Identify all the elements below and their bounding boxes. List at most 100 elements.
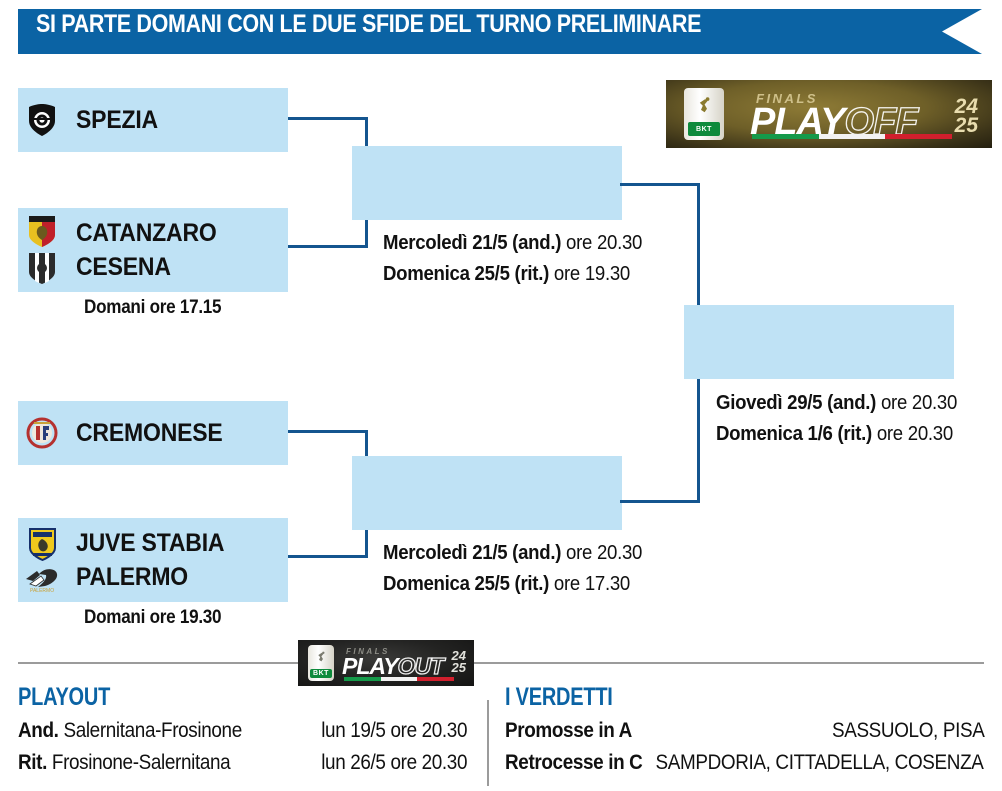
juve-stabia-crest (28, 527, 56, 561)
italian-tricolor-icon (344, 677, 455, 681)
banner-notch-icon (942, 9, 982, 54)
playout-row-label: And. Salernitana-Frosinone (18, 719, 242, 743)
page-title: SI PARTE DOMANI CON LE DUE SFIDE DEL TUR… (36, 10, 702, 38)
catanzaro-crest (29, 216, 55, 247)
verdetti-row-label: Promosse in A (505, 719, 632, 743)
prelim-top-kickoff: Domani ore 17.15 (84, 297, 222, 318)
prelim-bottom-kickoff: Domani ore 19.30 (84, 607, 222, 628)
team-box-spezia: SPEZIA (18, 88, 288, 152)
fixture-row: Domenica 25/5 (rit.) ore 17.30 (383, 569, 642, 600)
team-name: SPEZIA (76, 106, 158, 134)
playout-season: 24 25 (451, 648, 466, 675)
verdetti-row-value: SAMPDORIA, CITTADELLA, COSENZA (655, 751, 984, 774)
playoff-season-bottom: 25 (954, 114, 978, 138)
team-name-list: CATANZARO CESENA (76, 216, 229, 284)
fixture-day: Domenica 25/5 (rit.) (383, 573, 554, 595)
fixture-time: ore 20.30 (566, 232, 643, 254)
team-name: JUVE STABIA (76, 529, 225, 557)
team-box-juvestabia-palermo: PALERMO JUVE STABIA PALERMO (18, 518, 288, 602)
palermo-crest: PALERMO (26, 568, 58, 593)
playout-season-bottom: 25 (451, 659, 466, 675)
spezia-crest (29, 104, 55, 136)
fixture-day: Giovedì 29/5 (and.) (716, 392, 881, 414)
playout-row-label: Rit. Frosinone-Salernitana (18, 751, 231, 775)
team-name: CREMONESE (76, 419, 223, 447)
playout-heading: PLAYOUT (18, 683, 111, 711)
fixture-time: ore 19.30 (553, 263, 630, 285)
fixture-time: ore 20.30 (566, 542, 643, 564)
team-box-cremonese: CREMONESE (18, 401, 288, 465)
team-name: PALERMO (76, 563, 189, 591)
playoff-finals-label: FINALS (756, 91, 818, 106)
crest-column: PALERMO (18, 527, 66, 593)
serie-b-runner-icon (699, 97, 710, 113)
footer-divider-right (472, 662, 984, 664)
team-name-list: JUVE STABIA PALERMO (76, 526, 237, 594)
verdetti-heading: I VERDETTI (505, 683, 613, 711)
connector-semifinal-top-out (620, 183, 700, 186)
team-name-list: SPEZIA (76, 103, 165, 137)
bkt-sponsor-label: BKT (687, 122, 721, 136)
verdetti-row-label: Retrocesse in C (505, 751, 643, 775)
team-name-list: CREMONESE (76, 416, 235, 450)
playout-match: Frosinone-Salernitana (51, 751, 231, 774)
connector-semifinal-bottom-out (620, 500, 700, 503)
fixture-time: ore 17.30 (553, 573, 630, 595)
fixture-day: Mercoledì 21/5 (and.) (383, 542, 567, 564)
footer-column-divider (487, 700, 489, 786)
playout-match: Salernitana-Frosinone (63, 719, 242, 742)
bkt-can-logo-icon: BKT (308, 645, 334, 681)
final-box (684, 305, 954, 379)
team-name: CATANZARO (76, 219, 217, 247)
fixture-row: Domenica 25/5 (rit.) ore 19.30 (383, 259, 642, 290)
team-box-catanzaro-cesena: CATANZARO CESENA (18, 208, 288, 292)
connector-catanzaro-horizontal (288, 245, 368, 248)
playout-row-when: lun 19/5 ore 20.30 (321, 719, 467, 742)
fixture-row: Mercoledì 21/5 (and.) ore 20.30 (383, 538, 642, 569)
fixture-time: ore 20.30 (876, 423, 953, 445)
playout-leg-label: And. (18, 719, 64, 742)
cesena-crest (29, 253, 55, 284)
connector-juvestabia-horizontal (288, 555, 368, 558)
playoff-season: 24 25 (954, 95, 978, 138)
fixture-row: Domenica 1/6 (rit.) ore 20.30 (716, 419, 957, 450)
playoff-badge: BKT FINALS PLAYOFF 24 25 (666, 80, 992, 148)
playout-row-when: lun 26/5 ore 20.30 (321, 751, 467, 774)
semifinal-bottom-box (352, 456, 622, 530)
playout-finals-label: FINALS (346, 647, 390, 656)
crest-column (18, 103, 66, 137)
italian-tricolor-icon (752, 134, 953, 139)
bkt-can-logo-icon: BKT (684, 88, 724, 140)
footer-divider-left (18, 662, 298, 664)
fixture-row: Mercoledì 21/5 (and.) ore 20.30 (383, 228, 642, 259)
semifinal-bottom-fixtures: Mercoledì 21/5 (and.) ore 20.30 Domenica… (383, 538, 662, 600)
svg-text:PALERMO: PALERMO (30, 588, 54, 593)
playout-word-hollow: OUT (397, 652, 445, 679)
fixture-row: Giovedì 29/5 (and.) ore 20.30 (716, 388, 957, 419)
team-name: CESENA (76, 253, 171, 281)
bkt-sponsor-label: BKT (310, 669, 332, 679)
fixture-day: Mercoledì 21/5 (and.) (383, 232, 567, 254)
final-fixtures: Giovedì 29/5 (and.) ore 20.30 Domenica 1… (716, 388, 975, 450)
semifinal-top-fixtures: Mercoledì 21/5 (and.) ore 20.30 Domenica… (383, 228, 662, 290)
playout-leg-label: Rit. (18, 751, 52, 774)
playout-season-top: 24 (451, 648, 466, 663)
header-banner (18, 9, 982, 54)
playout-word: PLAYOUT (342, 652, 445, 680)
connector-spezia-horizontal (288, 117, 368, 120)
fixture-day: Domenica 1/6 (rit.) (716, 423, 877, 445)
serie-b-runner-icon (318, 651, 325, 662)
crest-column (18, 215, 66, 285)
cremonese-crest (26, 417, 58, 449)
playout-word-solid: PLAY (342, 653, 399, 679)
fixture-time: ore 20.30 (880, 392, 958, 414)
semifinal-top-box (352, 146, 622, 220)
verdetti-label: Promosse in A (505, 719, 632, 742)
playout-badge: BKT FINALS PLAYOUT 24 25 (298, 640, 474, 686)
verdetti-row-value: SASSUOLO, PISA (831, 719, 984, 742)
fixture-day: Domenica 25/5 (rit.) (383, 263, 554, 285)
verdetti-label: Retrocesse in C (505, 751, 643, 774)
connector-cremonese-horizontal (288, 430, 368, 433)
playoff-season-top: 24 (954, 95, 978, 118)
